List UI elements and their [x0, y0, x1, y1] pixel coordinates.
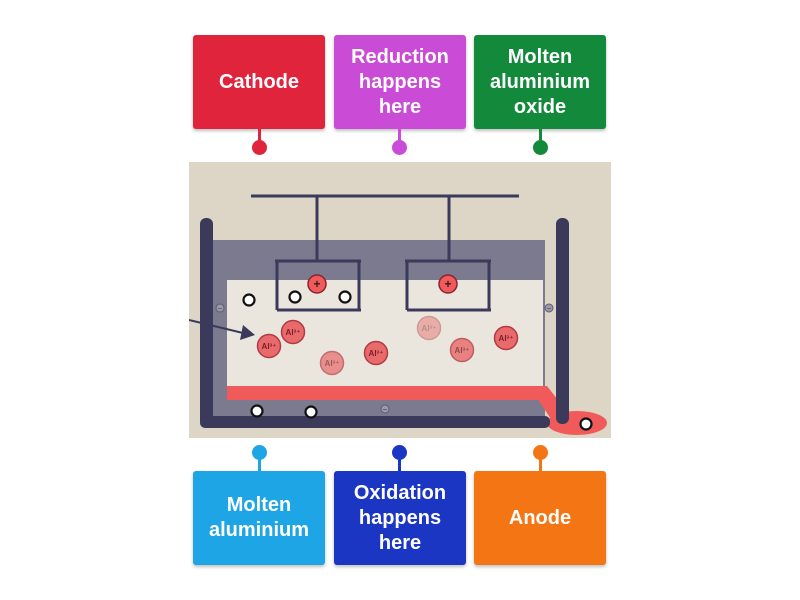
- pin-dot-cathode: [252, 140, 267, 155]
- aluminium-ion-label: Al³⁺: [325, 359, 340, 368]
- pin-dot-anode: [533, 445, 548, 460]
- aluminium-ion-label: Al³⁺: [286, 328, 301, 337]
- pin-line-molten-aluminium: [258, 455, 261, 471]
- electrolyte-pointer-arrow: [189, 319, 255, 340]
- pin-dot-molten-aluminium: [252, 445, 267, 460]
- pin-dot-molten-oxide: [533, 140, 548, 155]
- pin-line-reduction: [398, 129, 401, 143]
- cathode-sign-right: −: [544, 303, 554, 313]
- label-cathode[interactable]: Cathode: [193, 35, 325, 129]
- pin-line-molten-oxide: [539, 129, 542, 143]
- molten-aluminium-layer: [227, 386, 543, 400]
- label-molten-aluminium-oxide[interactable]: Molten aluminium oxide: [474, 35, 606, 129]
- label-oxidation[interactable]: Oxidation happens here: [334, 471, 466, 565]
- label-reduction-text: Reduction happens here: [351, 45, 449, 118]
- pin-line-anode: [539, 455, 542, 471]
- aluminium-ion: Al³⁺: [256, 333, 282, 359]
- pin-line-cathode: [258, 129, 261, 143]
- marker-pin-3[interactable]: [338, 290, 352, 304]
- anode-right-sign: +: [444, 277, 451, 291]
- aluminium-ion-label: Al³⁺: [262, 342, 277, 351]
- aluminium-ion: Al³⁺: [319, 350, 345, 376]
- label-anode-text: Anode: [508, 506, 572, 529]
- label-cathode-text: Cathode: [219, 70, 299, 93]
- label-reduction[interactable]: Reduction happens here: [334, 35, 466, 129]
- cathode-sign-bottom: −: [380, 404, 390, 414]
- cathode-sign-left-text: −: [218, 304, 223, 313]
- marker-pin-2[interactable]: [288, 290, 302, 304]
- aluminium-ion-label: Al³⁺: [455, 346, 470, 355]
- label-molten-aluminium-oxide-text: Molten aluminium oxide: [489, 45, 590, 118]
- aluminium-ion-label: Al³⁺: [369, 349, 384, 358]
- marker-pin-6[interactable]: [579, 417, 593, 431]
- marker-pin-4[interactable]: [250, 404, 264, 418]
- aluminium-ion: Al³⁺: [416, 315, 442, 341]
- label-oxidation-text: Oxidation happens here: [353, 481, 447, 554]
- aluminium-ion-label: Al³⁺: [499, 334, 514, 343]
- tank-wall-right: [556, 218, 569, 424]
- label-molten-aluminium-text: Molten aluminium: [208, 494, 309, 541]
- cathode-sign-left: −: [215, 303, 225, 313]
- anode-left-sign: +: [313, 277, 320, 291]
- aluminium-ion: Al³⁺: [449, 337, 475, 363]
- tank-wall-left: [200, 218, 213, 426]
- aluminium-ion: Al³⁺: [363, 340, 389, 366]
- label-anode[interactable]: Anode: [474, 471, 606, 565]
- pin-dot-oxidation: [392, 445, 407, 460]
- marker-pin-5[interactable]: [304, 405, 318, 419]
- electrolysis-cell-diagram: − − − + + Al³⁺ Al³⁺ Al³⁺ Al³⁺ Al³⁺ Al³⁺ Al³⁺: [189, 162, 611, 438]
- aluminium-ion-label: Al³⁺: [422, 324, 437, 333]
- pin-line-oxidation: [398, 455, 401, 471]
- label-molten-aluminium[interactable]: Molten aluminium: [193, 471, 325, 565]
- aluminium-ion: Al³⁺: [280, 319, 306, 345]
- cathode-sign-bottom-text: −: [383, 405, 388, 414]
- pin-dot-reduction: [392, 140, 407, 155]
- tank-floor: [200, 416, 550, 428]
- anode-left: +: [275, 259, 361, 312]
- cathode-sign-right-text: −: [547, 304, 552, 313]
- aluminium-ion: Al³⁺: [493, 325, 519, 351]
- anode-right: +: [405, 259, 491, 312]
- marker-pin-1[interactable]: [242, 293, 256, 307]
